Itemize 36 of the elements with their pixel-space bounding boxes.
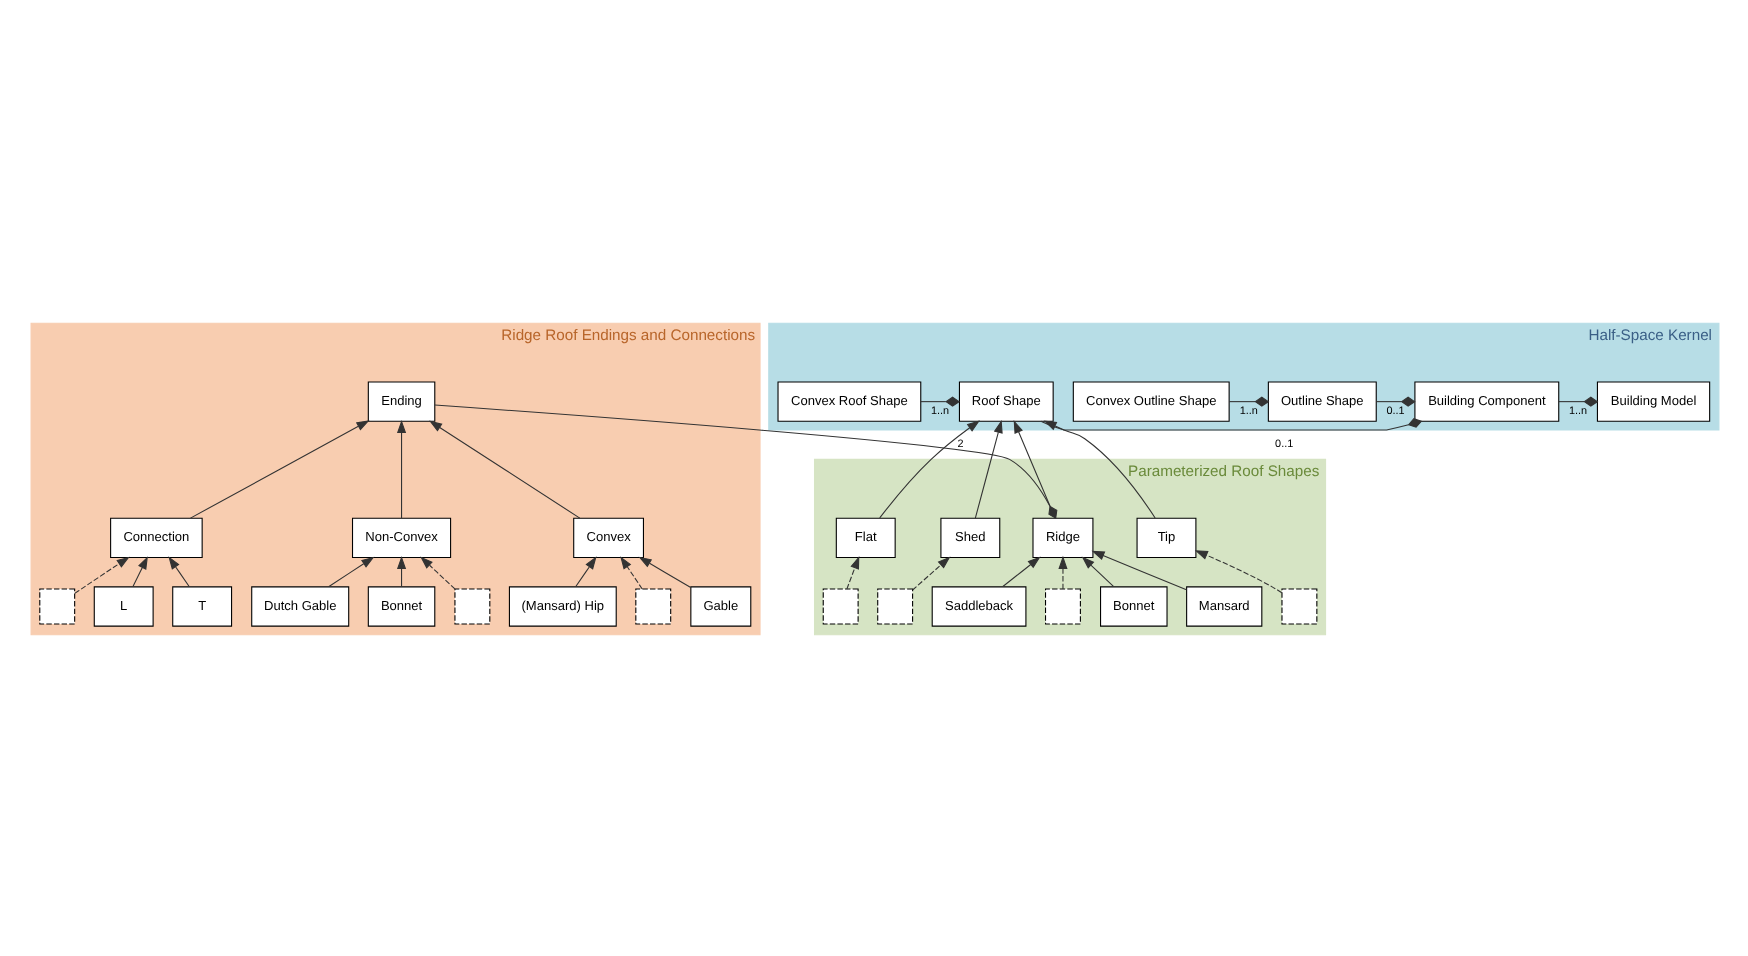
node-box [453, 587, 490, 624]
connector [1375, 395, 1415, 406]
node-box [38, 587, 75, 624]
arrow [327, 555, 374, 587]
arrow [73, 555, 129, 593]
node-box [821, 587, 858, 624]
arrow [1001, 555, 1040, 587]
arrow [911, 555, 950, 590]
arrow [637, 555, 691, 588]
arrow [973, 419, 1002, 518]
arrow [428, 419, 580, 518]
arrow [395, 419, 406, 518]
arrow [878, 419, 980, 518]
arrow [167, 555, 189, 587]
arrow [845, 554, 859, 589]
arrow [131, 555, 147, 587]
connector [919, 395, 960, 406]
arrow [1193, 549, 1282, 593]
arrow [1090, 549, 1186, 590]
node-box [1280, 587, 1317, 624]
node-box [1044, 587, 1080, 624]
arrow [1012, 419, 1055, 518]
arrow [419, 555, 455, 589]
node-box [876, 587, 913, 624]
connector [1039, 417, 1422, 430]
connector [1557, 395, 1598, 406]
arrow [1042, 419, 1155, 518]
arrow [619, 555, 642, 589]
arrow [1057, 554, 1067, 589]
arrow [395, 554, 406, 587]
connector [433, 403, 1057, 519]
arrow [1080, 555, 1114, 587]
node-box [634, 587, 671, 624]
arrow [574, 555, 596, 587]
arrow [188, 419, 369, 518]
connector [1227, 395, 1269, 406]
